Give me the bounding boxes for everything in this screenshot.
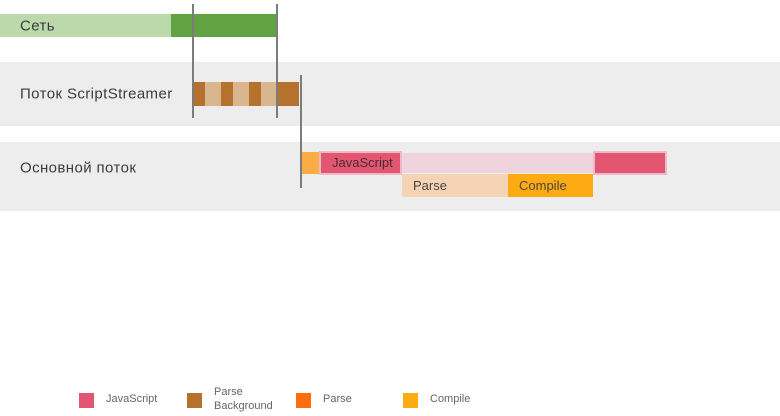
legend-swatch	[403, 392, 418, 408]
main-javascript-idle	[402, 153, 593, 173]
streamer-parse-background-stripe	[277, 82, 299, 106]
streamer-parse-background-stripe	[193, 82, 205, 106]
main-javascript-end	[593, 151, 667, 175]
legend-label: Parse Background	[214, 386, 273, 412]
row-label-network: Сеть	[20, 17, 55, 35]
streamer-parse-background-stripe	[205, 82, 221, 106]
legend-label: Compile	[430, 393, 471, 406]
legend-item-parse: Parse	[296, 385, 352, 415]
streamer-parse-background-stripe	[249, 82, 261, 106]
main-pre-parse	[301, 152, 319, 174]
legend-item-compile: Compile	[403, 385, 470, 415]
main-compile: Compile	[508, 174, 593, 197]
legend-swatch	[79, 392, 94, 408]
main-javascript: JavaScript	[319, 151, 402, 175]
marker-stream-end	[300, 75, 302, 188]
row-label-streamer: Поток ScriptStreamer	[20, 85, 173, 103]
row-label-main: Основной поток	[20, 159, 137, 177]
legend-label: JavaScript	[106, 393, 158, 406]
streamer-parse-background-stripe	[221, 82, 233, 106]
streamer-parse-background-stripe	[233, 82, 249, 106]
legend-item-parse-background: Parse Background	[187, 385, 286, 415]
streamer-parse-background-stripe	[261, 82, 277, 106]
legend-swatch	[296, 392, 311, 408]
legend-swatch	[187, 392, 202, 408]
network-active	[171, 14, 277, 37]
network-buffered	[0, 14, 171, 37]
row-band-streamer	[0, 62, 780, 126]
marker-network-end	[276, 4, 278, 118]
marker-stream-start	[192, 4, 194, 118]
main-parse: Parse	[402, 174, 508, 197]
legend-item-javascript: JavaScript	[79, 385, 157, 415]
legend-label: Parse	[323, 393, 352, 406]
